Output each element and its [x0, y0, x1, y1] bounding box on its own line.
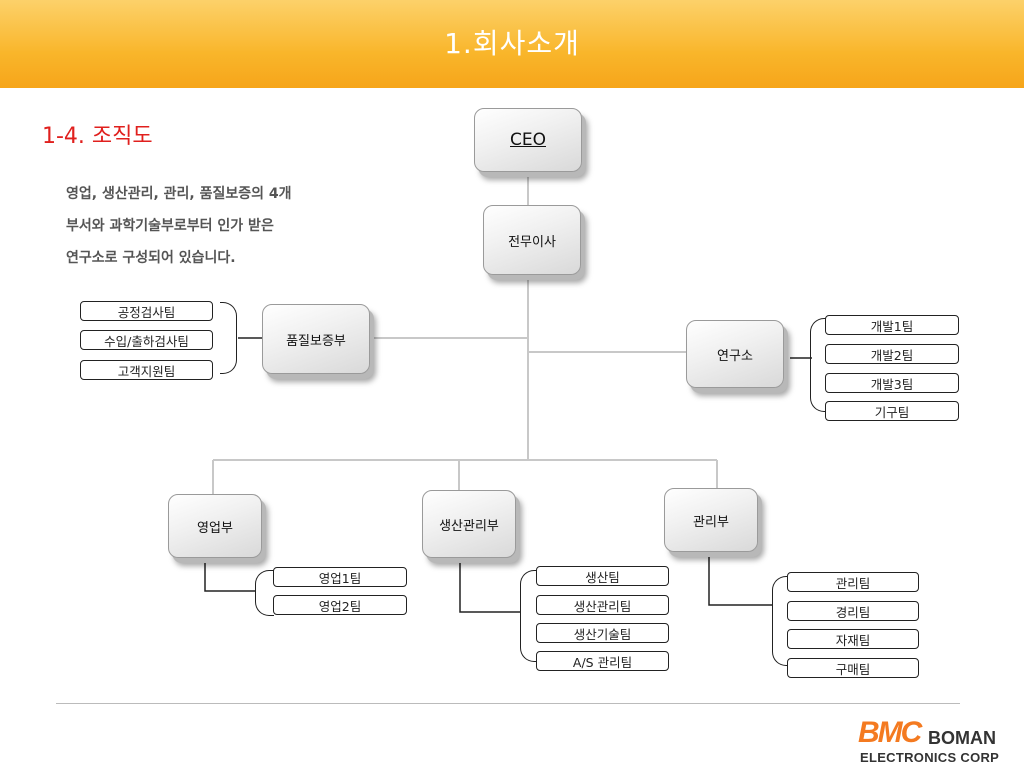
sales-dept-box: 영업부	[168, 494, 262, 558]
team-box: 영업1팀	[273, 567, 407, 587]
team-box: 개발2팀	[825, 344, 959, 364]
production-dept-box: 생산관리부	[422, 490, 516, 558]
team-box: 개발1팀	[825, 315, 959, 335]
page-title: 1.회사소개	[444, 27, 580, 60]
team-box: 수입/출하검사팀	[80, 330, 213, 350]
team-box: 영업2팀	[273, 595, 407, 615]
team-box: 공정검사팀	[80, 301, 213, 321]
team-box: 생산팀	[536, 566, 669, 586]
quality-dept-box: 품질보증부	[262, 304, 370, 374]
team-box: 자재팀	[787, 629, 919, 649]
logo-brand: BMC	[858, 716, 922, 749]
sales-bracket	[255, 570, 274, 616]
description-line: 영업, 생산관리, 관리, 품질보증의 4개	[66, 186, 292, 202]
description-line: 부서와 과학기술부로부터 인가 받은	[66, 218, 274, 234]
company-logo: BMC BOMAN ELECTRONICS CORP	[858, 716, 1008, 766]
team-box: 생산관리팀	[536, 595, 669, 615]
footer-divider	[56, 703, 960, 704]
director-box: 전무이사	[483, 205, 581, 275]
team-box: 구매팀	[787, 658, 919, 678]
logo-corp: ELECTRONICS CORP	[860, 750, 1000, 765]
team-box: 기구팀	[825, 401, 959, 421]
quality-bracket	[220, 302, 237, 374]
description: 영업, 생산관리, 관리, 품질보증의 4개 부서와 과학기술부로부터 인가 받…	[66, 178, 376, 274]
team-box: 개발3팀	[825, 373, 959, 393]
lab-box: 연구소	[686, 320, 784, 388]
header-banner: 1.회사소개	[0, 0, 1024, 88]
production-bracket	[520, 570, 539, 662]
admin-dept-box: 관리부	[664, 488, 758, 552]
description-line: 연구소로 구성되어 있습니다.	[66, 250, 236, 266]
team-box: 관리팀	[787, 572, 919, 592]
team-box: A/S 관리팀	[536, 651, 669, 671]
team-box: 생산기술팀	[536, 623, 669, 643]
team-box: 경리팀	[787, 601, 919, 621]
team-box: 고객지원팀	[80, 360, 213, 380]
logo-name: BOMAN	[928, 728, 996, 748]
ceo-box: CEO	[474, 108, 582, 172]
section-title: 1-4. 조직도	[42, 124, 153, 149]
